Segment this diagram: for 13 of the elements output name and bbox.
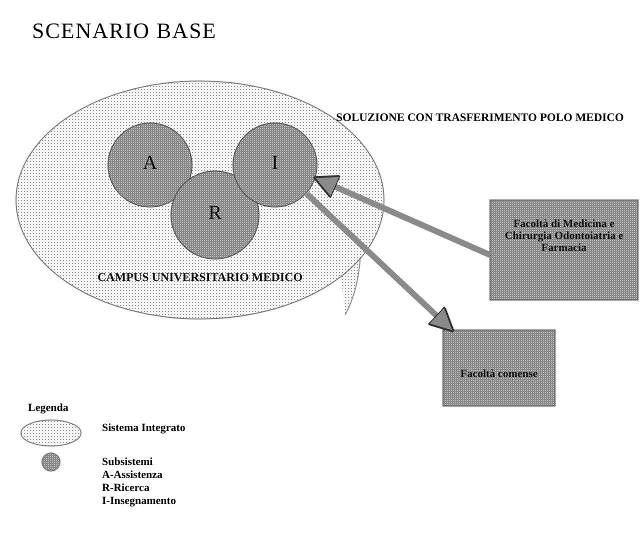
node-label: Facoltà comense [459, 368, 539, 380]
subsystem-letter: I [270, 152, 280, 175]
subsystem-letter: A [142, 152, 158, 175]
legend-text: Sistema Integrato [102, 422, 186, 435]
legend-heading: Legenda [28, 402, 70, 414]
arrow [312, 174, 492, 258]
subsystem-letter: R [207, 202, 223, 225]
legend-text: Subsistemi A-Assistenza R-Ricerca I-Insegnamento [102, 456, 176, 508]
title: SCENARIO BASE [32, 18, 217, 44]
arrow [304, 192, 455, 333]
node-label: CAMPUS UNIVERSITARIO MEDICO [96, 270, 304, 285]
node-label: Facoltà di Medicina e Chirurgia Odontoiatria e Farmacia [504, 218, 624, 254]
scenario-heading: SOLUZIONE CON TRASFERIMENTO POLO MEDICO [335, 112, 625, 124]
